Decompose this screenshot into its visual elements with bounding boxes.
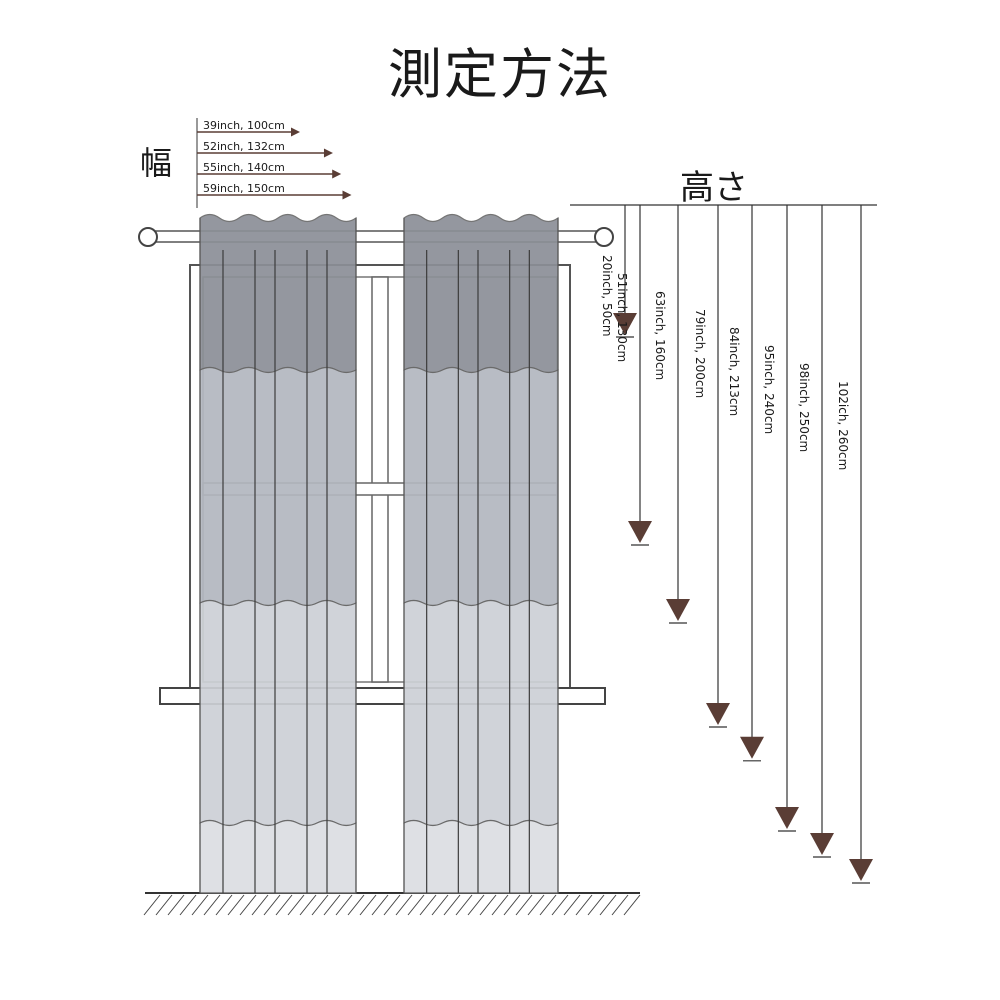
hatch-line [179, 894, 197, 916]
hatch-line [467, 894, 485, 916]
height-option: 79inch, 200cm [693, 205, 730, 728]
height-arrow-head [810, 833, 834, 855]
height-arrow-head [706, 703, 730, 725]
height-option: 102ich, 260cm [836, 205, 873, 884]
width-option-label: 59inch, 150cm [203, 182, 285, 195]
height-option: 95inch, 240cm [762, 205, 799, 832]
hatch-line [323, 894, 341, 916]
hatch-line [515, 894, 533, 916]
height-arrow-head [613, 313, 637, 335]
hatch-line [371, 894, 389, 916]
hatch-line [263, 894, 281, 916]
hatch-line [443, 894, 461, 916]
window-scene [138, 213, 641, 916]
hatch-line [275, 894, 293, 916]
hatch-line [251, 894, 269, 916]
height-option: 63inch, 160cm [653, 205, 690, 624]
height-option-label: 79inch, 200cm [693, 309, 707, 398]
height-arrow-head [740, 736, 764, 759]
curtain-band [199, 819, 357, 894]
height-arrow-head [628, 521, 652, 543]
hatch-line [227, 894, 245, 916]
hatch-line [311, 894, 329, 916]
hatch-line [551, 894, 569, 916]
curtain-panel-left [199, 213, 357, 894]
hatch-line [347, 894, 365, 916]
width-option-label: 39inch, 100cm [203, 119, 285, 132]
hatch-line [395, 894, 413, 916]
hatch-line [539, 894, 557, 916]
width-arrows: 39inch, 100cm 52inch, 132cm 55inch, 140cm 5… [196, 118, 352, 208]
height-option-label: 98inch, 250cm [797, 363, 811, 452]
hatch-line [191, 894, 209, 916]
hatch-line [407, 894, 425, 916]
width-arrow-head [323, 148, 333, 158]
height-option-label: 95inch, 240cm [762, 345, 776, 434]
hatch-line [167, 894, 185, 916]
hatch-line [359, 894, 377, 916]
height-option: 51inch, 130cm [615, 205, 652, 546]
width-option-label: 52inch, 132cm [203, 140, 285, 153]
hatch-line [299, 894, 317, 916]
hatch-line [383, 894, 401, 916]
height-arrow-head [666, 599, 690, 621]
height-arrow-head [775, 807, 799, 829]
floor-hatching [143, 894, 641, 916]
hatch-line [575, 894, 593, 916]
height-option: 98inch, 250cm [797, 205, 834, 858]
height-label: 高さ [680, 168, 748, 208]
hatch-line [599, 894, 617, 916]
height-option: 84inch, 213cm [727, 205, 764, 762]
hatch-line [419, 894, 437, 916]
width-arrow-head [342, 190, 352, 200]
hatch-line [455, 894, 473, 916]
rod-finial-right [594, 227, 614, 247]
hatch-line [503, 894, 521, 916]
hatch-line [203, 894, 221, 916]
hatch-line [611, 894, 629, 916]
width-option-label: 55inch, 140cm [203, 161, 285, 174]
curtain-panel-right [403, 213, 559, 894]
width-arrow-head [291, 127, 300, 137]
height-option-label: 84inch, 213cm [727, 327, 741, 416]
window-mullion [371, 276, 389, 683]
hatch-line [431, 894, 449, 916]
height-option: 20inch, 50cm [600, 205, 637, 338]
height-option-label: 51inch, 130cm [615, 273, 629, 362]
hatch-line [143, 894, 161, 916]
hatch-line [491, 894, 509, 916]
height-option-label: 102ich, 260cm [836, 381, 850, 470]
hatch-line [335, 894, 353, 916]
hatch-line [287, 894, 305, 916]
hatch-line [527, 894, 545, 916]
hatch-line [563, 894, 581, 916]
width-arrow-head [332, 169, 342, 179]
rod-finial-left [138, 227, 158, 247]
hatch-line [155, 894, 173, 916]
height-option-label: 63inch, 160cm [653, 291, 667, 380]
hatch-line [215, 894, 233, 916]
hatch-line [479, 894, 497, 916]
height-option-label: 20inch, 50cm [600, 255, 614, 337]
height-arrow-head [849, 859, 873, 881]
hatch-line [587, 894, 605, 916]
curtain-rod [138, 227, 614, 247]
hatch-line [623, 894, 641, 916]
page-title: 測定方法 [388, 43, 612, 106]
hatch-line [239, 894, 257, 916]
width-label: 幅 [140, 144, 173, 182]
curtain-band [403, 819, 559, 894]
